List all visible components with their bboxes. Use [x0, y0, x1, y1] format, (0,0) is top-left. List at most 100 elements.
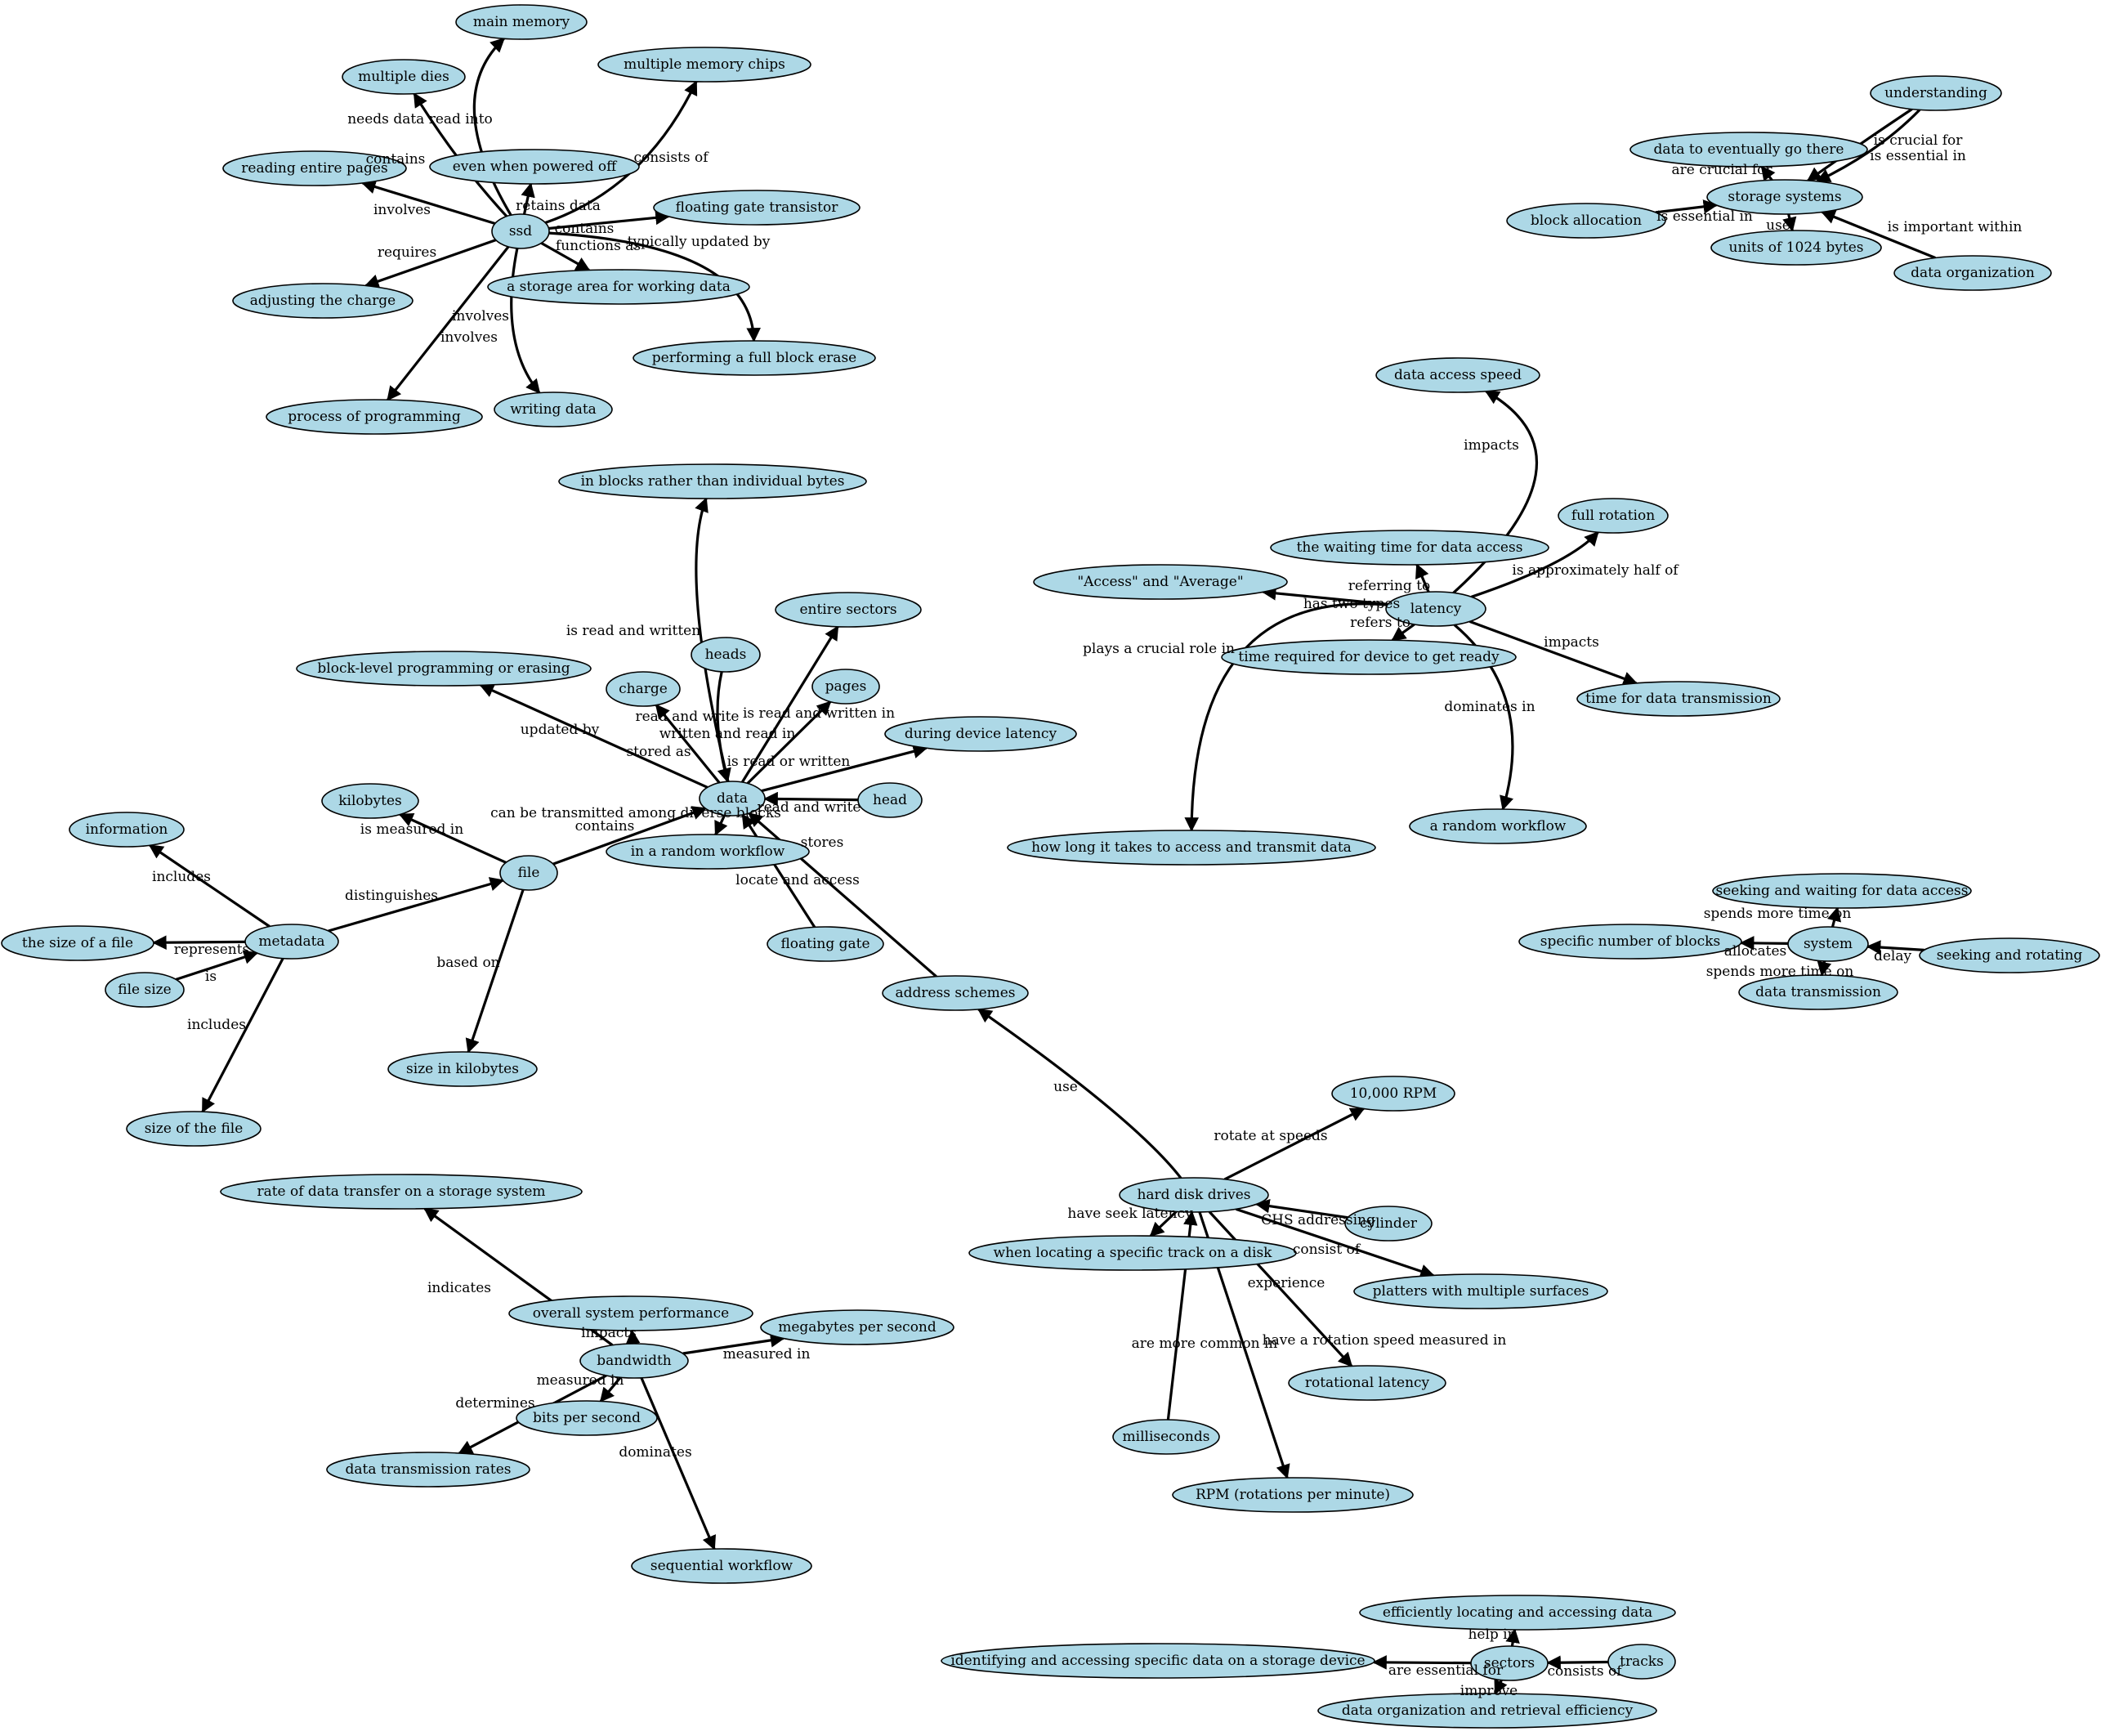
node-ellipse[interactable] [633, 340, 876, 376]
node-ellipse[interactable] [579, 1343, 689, 1379]
node-ellipse[interactable] [429, 149, 640, 185]
node-multiple-memory-chips[interactable]: multiple memory chips [597, 47, 811, 83]
node-ellipse[interactable] [1033, 564, 1288, 600]
node-main-memory[interactable]: main memory [455, 4, 588, 40]
node-ellipse[interactable] [232, 283, 413, 319]
node-writing-data[interactable]: writing data [494, 391, 613, 427]
node-information[interactable]: information [69, 812, 185, 848]
node-performing-full-block-erase[interactable]: performing a full block erase [633, 340, 876, 376]
node-data-organization[interactable]: data organization [1893, 255, 2052, 291]
node-ellipse[interactable] [597, 47, 811, 83]
node-a-storage-area[interactable]: a storage area for working data [487, 269, 750, 305]
node-data-org-retrieval[interactable]: data organization and retrieval efficien… [1317, 1693, 1657, 1729]
node-storage-systems[interactable]: storage systems [1706, 179, 1863, 215]
node-how-long[interactable]: how long it takes to access and transmit… [1007, 830, 1376, 866]
node-ellipse[interactable] [499, 855, 558, 891]
node-ellipse[interactable] [1288, 1365, 1446, 1401]
node-floating-gate[interactable]: floating gate [767, 926, 884, 962]
node-ellipse[interactable] [1, 925, 154, 961]
node-ellipse[interactable] [653, 190, 861, 226]
node-ellipse[interactable] [508, 1295, 753, 1331]
node-ellipse[interactable] [884, 716, 1077, 752]
node-ellipse[interactable] [105, 972, 185, 1008]
node-ellipse[interactable] [1712, 873, 1972, 909]
node-in-blocks[interactable]: in blocks rather than individual bytes [558, 463, 867, 499]
node-ellipse[interactable] [811, 669, 880, 705]
node-ellipse[interactable] [455, 4, 588, 40]
node-reading-entire-pages[interactable]: reading entire pages [222, 150, 407, 186]
node-entire-sectors[interactable]: entire sectors [775, 592, 922, 628]
node-ellipse[interactable] [558, 463, 867, 499]
node-ellipse[interactable] [1893, 255, 2052, 291]
node-block-allocation[interactable]: block allocation [1506, 203, 1666, 239]
node-data-access-speed[interactable]: data access speed [1375, 357, 1540, 393]
node-ellipse[interactable] [1710, 230, 1882, 266]
node-rotational-latency[interactable]: rotational latency [1288, 1365, 1446, 1401]
node-file-size[interactable]: file size [105, 972, 185, 1008]
node-ellipse[interactable] [691, 637, 761, 673]
node-ellipse[interactable] [491, 213, 550, 249]
node-sectors[interactable]: sectors [1470, 1645, 1549, 1681]
node-ellipse[interactable] [606, 671, 681, 707]
node-ellipse[interactable] [1738, 974, 1898, 1010]
node-ellipse[interactable] [516, 1400, 658, 1436]
node-ellipse[interactable] [1518, 924, 1742, 960]
node-hard-disk-drives[interactable]: hard disk drives [1119, 1177, 1269, 1213]
node-in-random-workflow[interactable]: in a random workflow [606, 834, 810, 870]
node-ellipse[interactable] [1919, 937, 2100, 973]
node-address-schemes[interactable]: address schemes [882, 975, 1029, 1011]
node-metadata[interactable]: metadata [244, 924, 339, 960]
node-pages[interactable]: pages [811, 669, 880, 705]
node-specific-number-blocks[interactable]: specific number of blocks [1518, 924, 1742, 960]
node-seeking-rotating[interactable]: seeking and rotating [1919, 937, 2100, 973]
node-ellipse[interactable] [941, 1643, 1375, 1679]
node-ellipse[interactable] [1353, 1273, 1608, 1309]
node-heads[interactable]: heads [691, 637, 761, 673]
node-ellipse[interactable] [968, 1235, 1297, 1271]
node-ellipse[interactable] [1607, 1644, 1676, 1680]
node-ellipse[interactable] [387, 1051, 538, 1087]
node-ellipse[interactable] [631, 1548, 812, 1584]
node-ellipse[interactable] [220, 1174, 583, 1210]
node-ellipse[interactable] [487, 269, 750, 305]
node-file[interactable]: file [499, 855, 558, 891]
node-ellipse[interactable] [342, 59, 466, 95]
node-multiple-dies[interactable]: multiple dies [342, 59, 466, 95]
node-ellipse[interactable] [321, 783, 419, 819]
node-ellipse[interactable] [1007, 830, 1376, 866]
node-ellipse[interactable] [222, 150, 407, 186]
node-tracks[interactable]: tracks [1607, 1644, 1676, 1680]
node-ellipse[interactable] [882, 975, 1029, 1011]
node-ellipse[interactable] [1706, 179, 1863, 215]
node-floating-gate-transistor[interactable]: floating gate transistor [653, 190, 861, 226]
node-access-and-average[interactable]: "Access" and "Average" [1033, 564, 1288, 600]
node-data-to-eventually[interactable]: data to eventually go there [1629, 132, 1868, 168]
node-ellipse[interactable] [1112, 1419, 1220, 1455]
node-ellipse[interactable] [1270, 530, 1549, 566]
node-overall-performance[interactable]: overall system performance [508, 1295, 753, 1331]
node-ellipse[interactable] [126, 1111, 262, 1147]
node-ellipse[interactable] [1629, 132, 1868, 168]
node-ellipse[interactable] [699, 781, 766, 817]
node-ellipse[interactable] [244, 924, 339, 960]
node-seeking-waiting[interactable]: seeking and waiting for data access [1712, 873, 1972, 909]
node-time-for-transmission[interactable]: time for data transmission [1576, 681, 1781, 717]
node-cylinder[interactable]: cylinder [1344, 1206, 1433, 1242]
node-ellipse[interactable] [69, 812, 185, 848]
node-identifying-accessing[interactable]: identifying and accessing specific data … [941, 1643, 1375, 1679]
node-size-of-a-file[interactable]: the size of a file [1, 925, 154, 961]
node-ellipse[interactable] [1172, 1477, 1414, 1513]
node-ellipse[interactable] [266, 399, 483, 435]
node-ellipse[interactable] [857, 782, 923, 818]
node-size-of-the-file[interactable]: size of the file [126, 1111, 262, 1147]
node-ellipse[interactable] [494, 391, 613, 427]
node-block-level[interactable]: block-level programming or erasing [296, 651, 592, 687]
node-system[interactable]: system [1787, 926, 1869, 962]
node-understanding[interactable]: understanding [1870, 75, 2002, 111]
node-ellipse[interactable] [1317, 1693, 1657, 1729]
node-charge[interactable]: charge [606, 671, 681, 707]
node-ellipse[interactable] [606, 834, 810, 870]
node-efficiently-locating[interactable]: efficiently locating and accessing data [1359, 1595, 1676, 1631]
node-platters[interactable]: platters with multiple surfaces [1353, 1273, 1608, 1309]
node-bits-per-second[interactable]: bits per second [516, 1400, 658, 1436]
